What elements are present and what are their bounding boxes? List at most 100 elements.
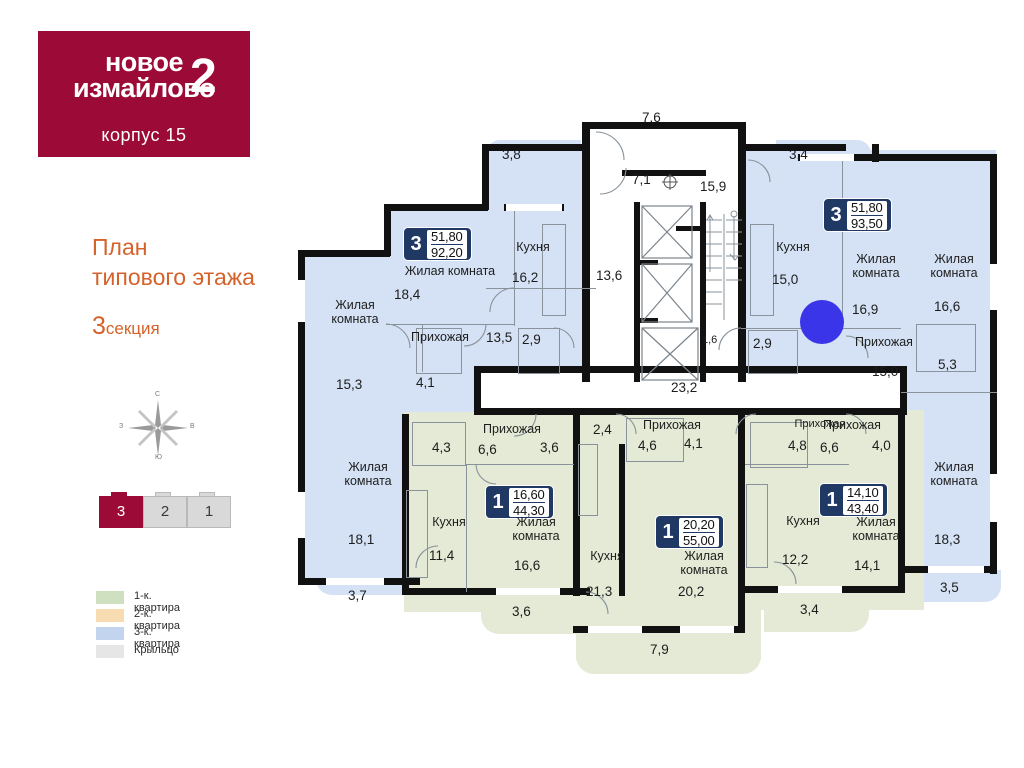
room-label-living-15-3-b: комната xyxy=(331,312,379,327)
apartment-badge-areas-l1: 16,60 44,30 xyxy=(509,487,549,518)
partition-left-3k-b xyxy=(486,288,596,289)
apartment-total-area-l1: 44,30 xyxy=(513,502,545,518)
area-kitchen-16-2: 16,2 xyxy=(512,270,539,285)
door-arcs xyxy=(385,131,869,615)
area-living-18-3: 18,3 xyxy=(934,532,961,547)
area-hall-15-0: 15,0 xyxy=(872,364,899,379)
room-label-living-16-6c-a: Жилая xyxy=(516,515,556,529)
section-tab-notch-3 xyxy=(111,492,127,498)
apartment-total-area: 92,20 xyxy=(431,244,463,260)
window-right-lower xyxy=(926,566,986,573)
section-button-2[interactable]: 2 xyxy=(143,496,187,528)
wall-outer-right-upper xyxy=(872,144,879,162)
floor-plan[interactable]: 7,6 3,8 7,1 15,9 3,4 13,6 1,6 3 51,80 92… xyxy=(286,92,1006,684)
compass-label-north: С xyxy=(155,391,161,398)
balcony-fill-3-5 xyxy=(916,570,1001,602)
wall-outer-left-top xyxy=(298,250,390,257)
window-green-right-bottom xyxy=(776,586,844,593)
room-label-living-16-9-b: комната xyxy=(852,266,900,281)
partition-right-3k-b xyxy=(842,154,843,330)
room-label-living-18-3-a: Жилая xyxy=(934,460,974,474)
apartment-badge-type: 3 xyxy=(410,233,422,255)
room-label-living-20-2-b: комната xyxy=(680,563,728,578)
area-balcony-3-7: 3,7 xyxy=(348,588,367,603)
room-label-living-16-9-a: Жилая xyxy=(856,252,896,266)
fixture-bath-left-3k xyxy=(416,328,462,374)
area-elevator-hall: 13,6 xyxy=(596,268,623,283)
wall-core-right xyxy=(738,122,746,382)
area-4-0: 4,0 xyxy=(872,438,891,453)
wall-outer-right xyxy=(990,154,997,574)
section-selector[interactable]: 3 2 1 xyxy=(95,492,235,530)
room-label-hall-4-8: Прихожая xyxy=(794,418,846,430)
wall-core-div3 xyxy=(676,226,706,231)
legend-label-1k: 1-к. квартира xyxy=(134,590,180,614)
fixture-bath-green-right xyxy=(750,422,808,468)
wall-core-div2 xyxy=(634,318,658,323)
wall-green-sep-2 xyxy=(738,414,745,628)
apartment-badge-left-1k[interactable]: 1 16,60 44,30 xyxy=(486,486,553,518)
window-left-2 xyxy=(298,490,305,540)
window-right-1 xyxy=(990,262,997,312)
area-3-6-a: 3,6 xyxy=(540,440,559,455)
fixture-bath-right-3k xyxy=(748,330,798,374)
legend-swatch-1k xyxy=(96,591,124,604)
area-bath-4-1-left: 4,1 xyxy=(416,375,435,390)
area-kitchen-12-2: 12,2 xyxy=(782,552,809,567)
apartment-badge-left-3k[interactable]: 3 51,80 92,20 xyxy=(404,228,471,260)
fixture-kitchen-left-3k xyxy=(542,224,566,316)
section-button-1[interactable]: 1 xyxy=(187,496,231,528)
fixture-kitchen-green-right xyxy=(746,484,768,568)
apartment-total-area-r1: 43,40 xyxy=(847,500,879,516)
room-label-living-18-3-b: комната xyxy=(930,474,978,489)
legend-label-porch: Крыльцо xyxy=(134,644,179,656)
apartment-badge-right-3k[interactable]: 3 51,80 93,50 xyxy=(824,199,891,231)
area-bath-5-3: 5,3 xyxy=(938,357,957,372)
page-title-line-1: План xyxy=(92,234,148,260)
legend-swatch-porch xyxy=(96,645,124,658)
window-left-1 xyxy=(298,278,305,324)
area-bath-2-9-right: 2,9 xyxy=(753,336,772,351)
wall-core-inner-v2 xyxy=(700,202,706,382)
compass-rose-icon: С Ю З В xyxy=(118,391,198,464)
room-label-hall-6-6-right: Прихожая xyxy=(823,418,881,432)
room-label-kitchen-21-3: Кухня xyxy=(590,549,624,563)
apartment-badge-areas-c1: 20,20 55,00 xyxy=(679,517,719,547)
section-button-3[interactable]: 3 xyxy=(99,496,143,528)
area-4-1-center: 4,1 xyxy=(684,436,703,451)
apartment-badge-center-1k[interactable]: 1 20,20 55,00 xyxy=(656,516,723,548)
area-bath-4-3: 4,3 xyxy=(432,440,451,455)
balcony-fill-7-9 xyxy=(576,632,761,674)
wall-top-right-horiz xyxy=(746,144,846,151)
partition-right-3k-c xyxy=(901,392,997,393)
fixture-kitchen-right-3k xyxy=(750,224,774,316)
apartment-badge-type-r1: 1 xyxy=(826,489,838,511)
wall-center-room-div xyxy=(619,444,625,596)
wall-right-seg-b xyxy=(932,154,968,161)
wall-core-top xyxy=(582,122,746,129)
legend-label-2k: 2-к. квартира xyxy=(134,608,180,632)
compass-label-east: В xyxy=(190,423,195,430)
page-title: План типового этажа xyxy=(92,233,255,293)
area-balcony-3-8: 3,8 xyxy=(502,147,521,162)
wall-corridor-left xyxy=(474,366,481,415)
apartment-badge-type-c1: 1 xyxy=(662,521,674,543)
wall-top-left-horiz xyxy=(482,144,587,151)
compass-label-south: Ю xyxy=(155,454,163,461)
window-top-3-8 xyxy=(504,204,564,211)
area-balcony-7-9: 7,9 xyxy=(650,642,669,657)
room-label-kitchen-15-0: Кухня xyxy=(776,240,810,254)
page-title-line-2: типового этажа xyxy=(92,263,255,290)
cursor-marker[interactable] xyxy=(800,300,844,344)
window-top-3-4 xyxy=(798,154,856,161)
apartment-badge-right-1k[interactable]: 1 14,10 43,40 xyxy=(820,484,887,516)
fixture-kitchen-green-left xyxy=(406,490,428,578)
elevator-shafts-icon xyxy=(641,205,699,381)
wall-green-sep-1 xyxy=(573,414,580,596)
section-heading-number: 3 xyxy=(92,312,106,340)
